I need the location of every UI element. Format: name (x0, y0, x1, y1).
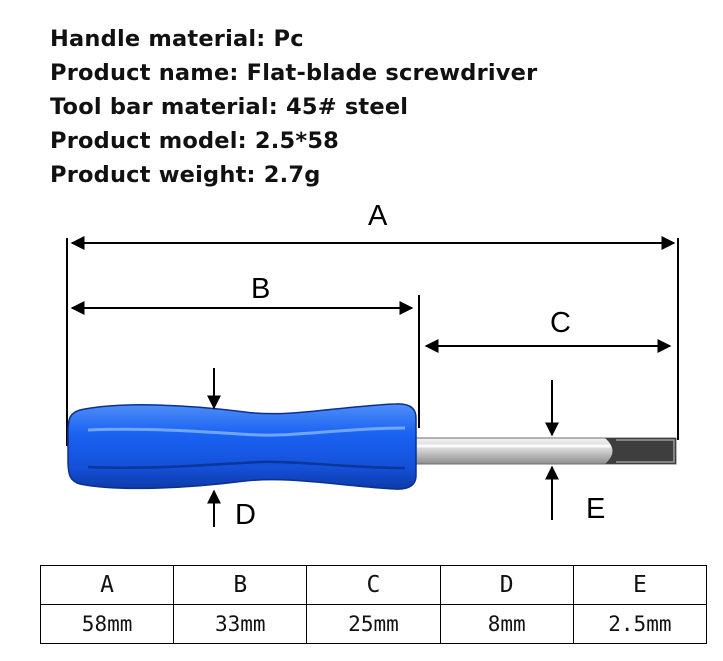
dimension-label-b: B (251, 273, 270, 305)
table-row: 58mm 33mm 25mm 8mm 2.5mm (39, 604, 708, 644)
screwdriver-tip (605, 438, 676, 464)
spec-product-weight: Product weight: 2.7g (50, 162, 321, 188)
table-cell: 2.5mm (572, 604, 708, 644)
table-header-cell: E (572, 565, 708, 605)
handle-groove-bottom (87, 460, 406, 470)
dimension-label-c: C (550, 307, 571, 339)
table-header-cell: B (173, 565, 308, 605)
spec-handle-material: Handle material: Pc (50, 26, 304, 52)
table-header-cell: A (39, 565, 175, 605)
table-header-row: A B C D E (39, 565, 708, 605)
table-header-cell: D (439, 565, 574, 605)
spec-list: Handle material: Pc Product name: Flat-b… (50, 22, 537, 192)
dimension-label-d: D (235, 499, 256, 531)
table-cell: 33mm (173, 604, 308, 644)
table-cell: 58mm (39, 604, 175, 644)
table-cell: 25mm (306, 604, 441, 644)
spec-product-model: Product model: 2.5*58 (50, 128, 340, 154)
spec-product-name: Product name: Flat-blade screwdriver (50, 60, 538, 86)
table-cell: 8mm (439, 604, 574, 644)
handle-groove-top (87, 426, 406, 437)
tip-edge (616, 439, 675, 463)
spec-tool-bar-material: Tool bar material: 45# steel (50, 94, 409, 120)
table-header-cell: C (306, 565, 441, 605)
dimension-label-a: A (368, 200, 388, 232)
dimension-label-e: E (586, 493, 605, 525)
dimension-table: A B C D E 58mm 33mm 25mm 8mm 2.5mm (39, 565, 708, 644)
screwdriver-handle (67, 403, 417, 490)
